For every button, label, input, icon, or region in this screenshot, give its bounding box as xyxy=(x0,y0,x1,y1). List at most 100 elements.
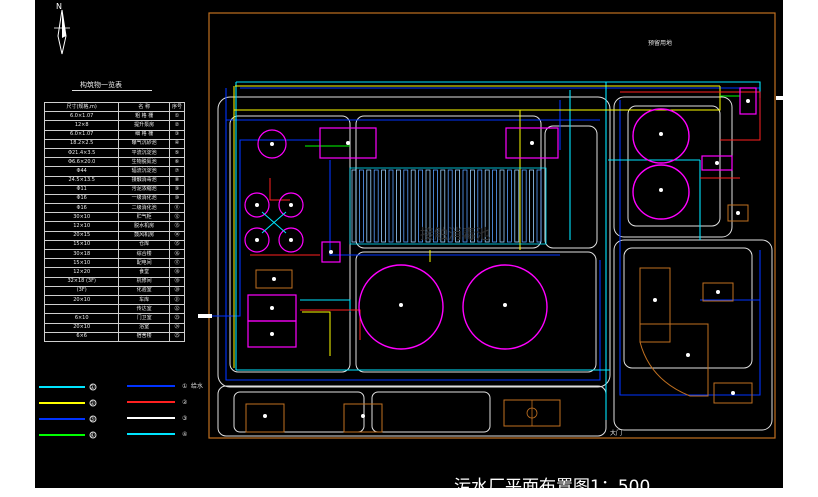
structure-guard xyxy=(343,403,383,433)
legend-number: ④ xyxy=(90,432,95,439)
table-cell: ⑨ xyxy=(169,184,185,195)
legend-marker xyxy=(89,383,97,391)
structure-digester-2 xyxy=(278,192,304,218)
legend-number: ① xyxy=(182,383,187,390)
grid-channel xyxy=(455,169,461,243)
table-cell: 6.0×1.07 xyxy=(43,129,120,140)
grid-channel xyxy=(484,169,490,243)
table-cell: 12×10 xyxy=(43,221,120,232)
contact-tank-grid xyxy=(349,167,547,245)
grid-channel xyxy=(358,169,364,243)
grid-channel xyxy=(536,169,542,243)
drawing-title: 污水厂平面布置图1：500 xyxy=(454,477,651,497)
table-caption-underline xyxy=(72,90,152,91)
structure-small-tank xyxy=(321,241,341,263)
grid-channel xyxy=(440,169,446,243)
grid-channel xyxy=(351,169,357,243)
legend-number: ③ xyxy=(90,416,95,423)
legend-number: ② xyxy=(182,399,188,406)
table-cell: ⑮ xyxy=(169,239,185,251)
grid-channel xyxy=(514,169,520,243)
table-cell: 18.2×2.5 xyxy=(43,138,120,149)
structure-clarifier-1 xyxy=(358,264,444,350)
legend-number: ④ xyxy=(182,431,187,438)
gas-pipe xyxy=(250,91,761,340)
legend-marker xyxy=(89,399,97,407)
table-cell: ⑭ xyxy=(169,230,185,241)
label-grid: 接触消毒池 xyxy=(420,227,490,243)
road-south-inner-1 xyxy=(233,391,365,433)
grid-channel xyxy=(506,169,512,243)
grid-frame xyxy=(349,167,547,245)
table-cell: 15×10 xyxy=(43,239,120,251)
table-cell: Φ21.4×3.5 xyxy=(43,147,120,159)
table-cell: ㉕ xyxy=(169,331,185,342)
return-pipe xyxy=(235,81,761,420)
grid-channel xyxy=(388,169,394,243)
table-cell: ⑫ xyxy=(169,212,185,223)
grid-channel xyxy=(381,169,387,243)
structure-canteen xyxy=(702,282,734,302)
grid-channel xyxy=(477,169,483,243)
structure-distribution-well xyxy=(257,129,287,159)
structure-blower xyxy=(701,155,733,171)
legend-marker xyxy=(89,415,97,423)
table-cell: Φ16 xyxy=(43,203,120,214)
table-cell: ⑥ xyxy=(169,157,185,168)
structure-arc-building xyxy=(639,323,709,397)
structure-dewatering-2 xyxy=(247,320,297,348)
structure-clarifier-2 xyxy=(462,264,548,350)
road-south xyxy=(217,385,607,437)
grid-channel xyxy=(373,169,379,243)
structure-digester-4 xyxy=(278,227,304,253)
gate-marker-east xyxy=(776,96,784,100)
north-arrow-label: N xyxy=(56,2,62,11)
structure-gas-holder xyxy=(739,87,757,115)
legend-number: ① xyxy=(90,384,95,391)
digester-links xyxy=(261,211,287,234)
label-reserved-land: 预留用地 xyxy=(648,40,673,47)
table-cell: Φ16 xyxy=(43,193,120,205)
sludge-pipe xyxy=(233,85,721,368)
grid-channel xyxy=(403,169,409,243)
grid-channel xyxy=(425,169,431,243)
structure-garage xyxy=(245,403,285,433)
structure-pump-house xyxy=(505,127,559,159)
structure-dormitory xyxy=(713,382,753,404)
road-inner-right xyxy=(544,125,598,249)
table-cell: ⑪ xyxy=(169,203,185,214)
structure-centers xyxy=(255,99,750,418)
table-cell: 20×15 xyxy=(43,230,120,241)
structure-sludge-house xyxy=(255,269,293,289)
table-cell: ③ xyxy=(169,129,185,140)
legend-label: 给水 xyxy=(191,382,203,390)
north-arrow-icon xyxy=(54,9,70,55)
grid-channel xyxy=(462,169,468,243)
grid-channel xyxy=(395,169,401,243)
grid-channel xyxy=(418,169,424,243)
legend-number: ② xyxy=(90,400,96,407)
structure-office xyxy=(639,267,671,343)
table-cell: 24.5×13.5 xyxy=(43,175,120,186)
gate-marker-west xyxy=(198,314,212,318)
structure-thickener-1 xyxy=(632,108,690,164)
road-southeast xyxy=(613,239,773,431)
grid-channel xyxy=(469,169,475,243)
court-center-circle xyxy=(526,407,538,419)
table-caption: 构筑物一览表 xyxy=(80,81,122,89)
table-cell: 30×10 xyxy=(43,212,120,223)
table-cell: ④ xyxy=(169,138,185,149)
structure-warehouse xyxy=(727,204,749,222)
